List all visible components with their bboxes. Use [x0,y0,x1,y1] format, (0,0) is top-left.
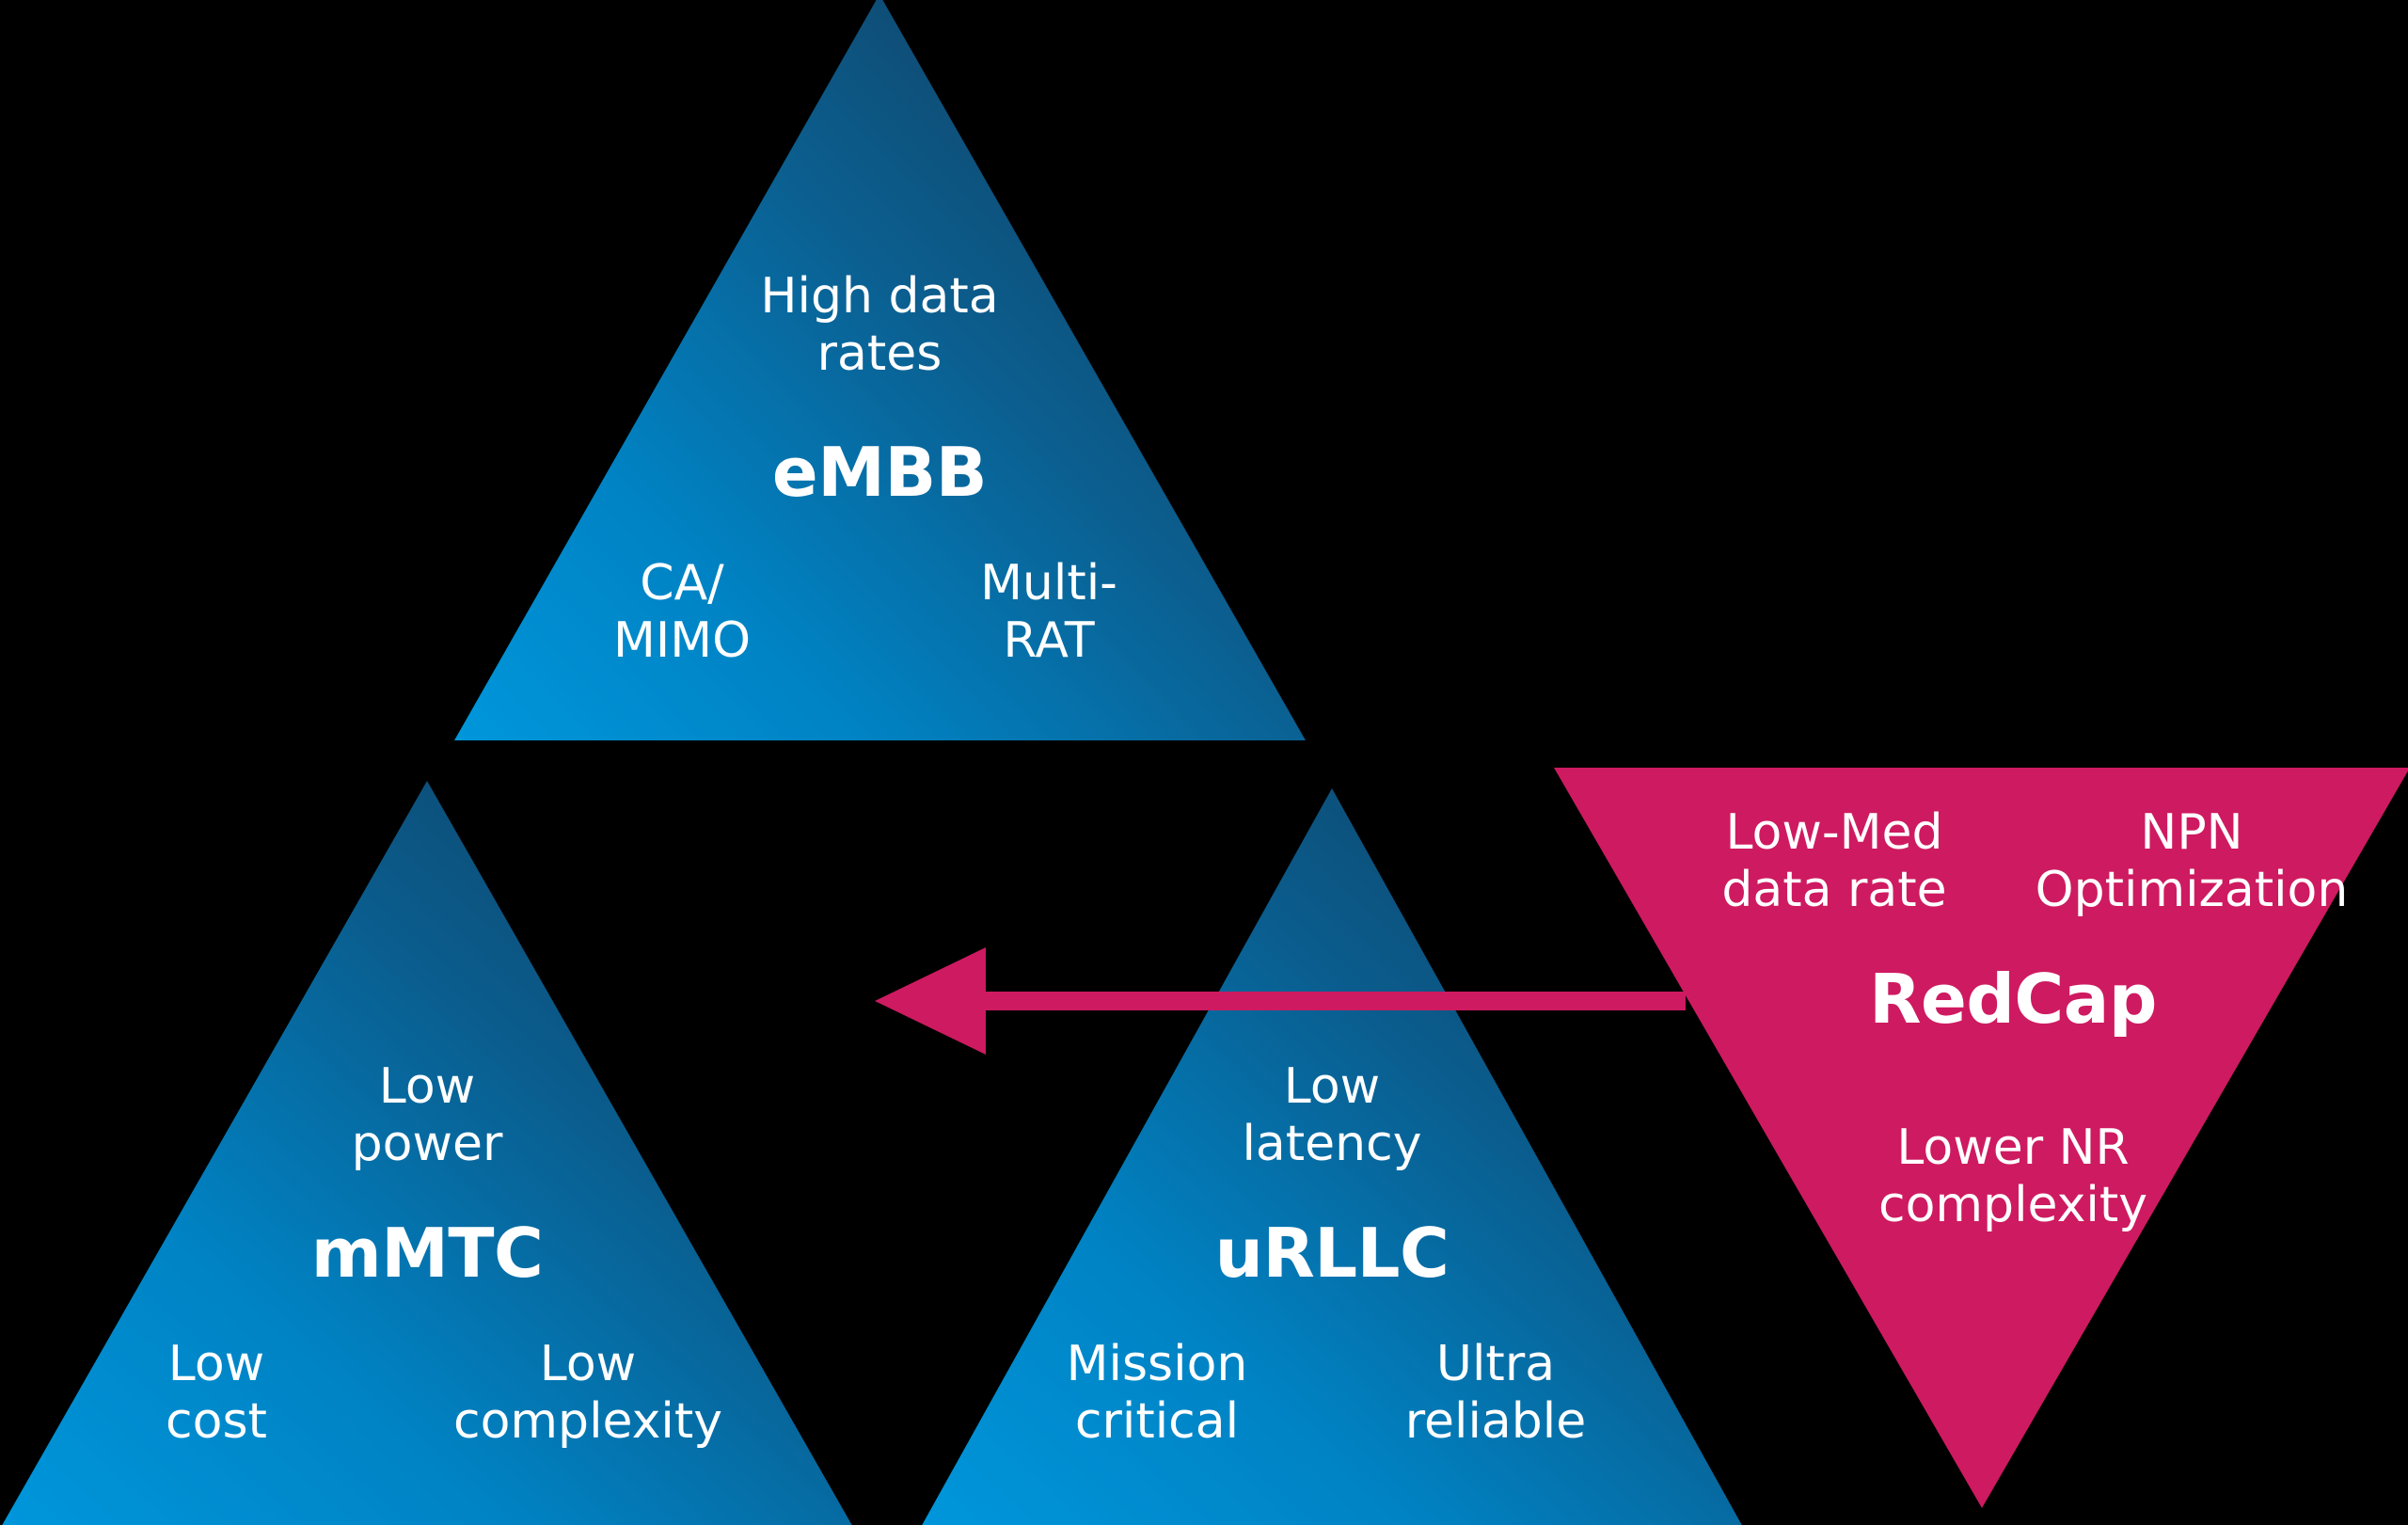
arrow-head-icon [875,947,986,1055]
triangle-embb [454,0,1306,740]
arrow-shaft [978,992,1686,1010]
triangle-redcap [1554,768,2408,1508]
triangle-urllc [922,788,1742,1525]
redcap-arrow [875,947,1686,1055]
triangle-mmtc [2,781,852,1525]
